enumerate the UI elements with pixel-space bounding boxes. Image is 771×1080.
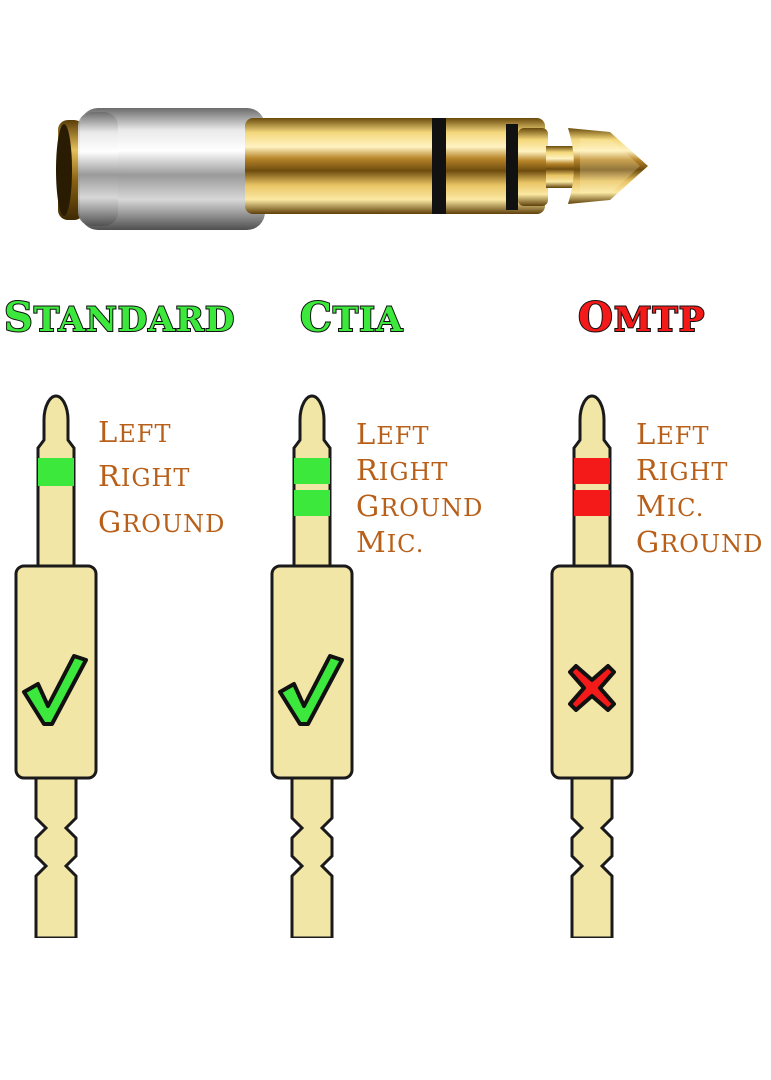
pin-label: LEFT [636,417,710,451]
pin-label: LEFT [98,415,172,449]
pin-label: GROUND [636,525,764,559]
ring-right [574,458,610,484]
pin-label: GROUND [98,505,226,539]
check-icon [276,650,346,730]
pin-label: RIGHT [356,453,449,487]
trrs-plug-omtp [550,394,634,938]
ring-right [38,458,74,486]
ring-ground [294,490,330,516]
gold-jack-adapter [56,108,648,230]
trs-plug [14,394,98,938]
pin-label: MIC. [356,525,425,559]
standard-title-standard: STANDARD [3,294,236,341]
standard-title-omtp: OMTP [577,294,706,341]
ring-mic [574,490,610,516]
cross-icon [566,662,618,714]
pin-label: MIC. [636,489,705,523]
trrs-plug-ctia [270,394,354,938]
pin-label: RIGHT [636,453,729,487]
standard-title-ctia: CTIA [299,294,404,341]
pin-label: RIGHT [98,459,191,493]
ring-right [294,458,330,484]
pin-label: LEFT [356,417,430,451]
check-icon [20,650,90,730]
pin-label: GROUND [356,489,484,523]
